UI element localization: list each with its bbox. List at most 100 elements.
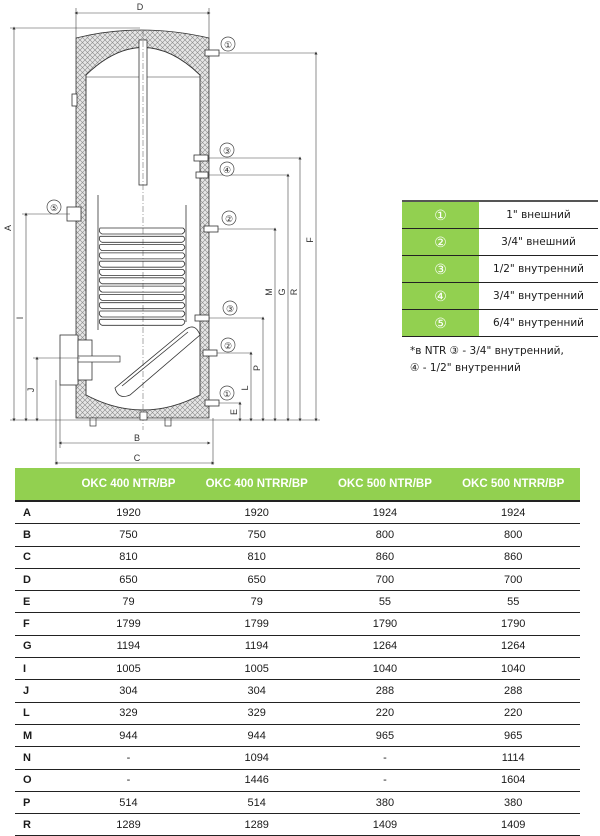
- connection-note: *в NTR ③ - 3/4" внутренний, ④ - 1/2" вну…: [410, 343, 600, 377]
- dimension-value: 944: [189, 724, 324, 748]
- dimension-value: 800: [446, 523, 580, 547]
- dimension-param: D: [15, 568, 67, 592]
- dimension-value: 1924: [323, 501, 447, 525]
- dimension-param: R: [15, 813, 67, 836]
- dim-label-m: M: [264, 288, 274, 296]
- dimension-value: 1799: [67, 612, 190, 636]
- dimensions-header-row: OKC 400 NTR/BP OKC 400 NTRR/BP OKC 500 N…: [15, 468, 580, 502]
- dimension-value: 1446: [189, 769, 324, 792]
- dimension-value: 79: [67, 590, 190, 614]
- dimension-value: 1040: [323, 657, 447, 681]
- dim-label-d: D: [137, 2, 144, 12]
- dimension-value: 304: [67, 679, 190, 703]
- dimension-param: F: [15, 612, 67, 636]
- dimension-value: 1920: [189, 501, 324, 525]
- dimension-param: G: [15, 635, 67, 659]
- dimension-value: 304: [189, 679, 324, 703]
- dimension-value: 810: [189, 546, 324, 569]
- dimension-param: O: [15, 769, 67, 792]
- dimension-value: 1264: [446, 635, 580, 659]
- header-okc500-ntr: OKC 500 NTR/BP: [323, 468, 447, 502]
- dimension-value: 329: [67, 702, 190, 725]
- dimension-value: 1040: [446, 657, 580, 681]
- dimension-value: 1094: [189, 746, 324, 770]
- dimension-param: B: [15, 523, 67, 547]
- diagonal-heater: [114, 326, 201, 397]
- coil-turn: [98, 252, 186, 260]
- coil-turn: [98, 302, 186, 310]
- dimension-value: 650: [189, 568, 324, 592]
- dimension-value: -: [323, 746, 447, 770]
- dimension-value: -: [67, 746, 190, 770]
- tank-diagram: D A I J B C F R G M P L E ① ③ ④ ② ③ ② ① …: [3, 2, 320, 465]
- connection-description: 1" внешний: [479, 201, 598, 229]
- dim-label-p: P: [252, 365, 262, 371]
- dimension-labels: D A I J B C F R G M P L E: [3, 2, 315, 463]
- dimension-value: 1790: [446, 612, 580, 636]
- dim-label-j: J: [26, 388, 36, 393]
- dimension-value: 860: [323, 546, 447, 569]
- dim-label-e: E: [229, 409, 239, 415]
- header-okc400-ntrr: OKC 400 NTRR/BP: [189, 468, 324, 502]
- dimension-value: 1799: [189, 612, 324, 636]
- marker-3-lower: ③: [226, 304, 234, 314]
- dimension-value: 380: [323, 791, 447, 815]
- dimension-value: 1289: [189, 813, 324, 836]
- dimension-value: 1409: [446, 813, 580, 836]
- dimension-row: O-1446-1604: [15, 769, 580, 792]
- dimension-value: 514: [189, 791, 324, 815]
- dimension-value: 800: [323, 523, 447, 547]
- connection-symbol: ①: [402, 201, 479, 229]
- heat-exchanger-coil: [98, 227, 186, 326]
- dim-label-f: F: [305, 237, 315, 243]
- dimension-value: 288: [323, 679, 447, 703]
- dimension-lines: [10, 8, 320, 465]
- coil-turn: [98, 294, 186, 301]
- dimension-param: C: [15, 546, 67, 569]
- dimension-value: 1604: [446, 769, 580, 792]
- connection-symbol: ⑤: [402, 309, 479, 337]
- dimension-value: -: [67, 769, 190, 792]
- dimension-value: 380: [446, 791, 580, 815]
- dimension-value: 1194: [189, 635, 324, 659]
- marker-4-upper: ④: [223, 165, 231, 175]
- dimension-value: 55: [323, 590, 447, 614]
- dimension-value: 1409: [323, 813, 447, 836]
- dimension-param: L: [15, 702, 67, 725]
- dimension-param: E: [15, 590, 67, 614]
- dim-label-b: B: [134, 433, 140, 443]
- coil-turn: [98, 269, 186, 276]
- dimension-param: P: [15, 791, 67, 815]
- dimension-value: 965: [323, 724, 447, 748]
- dimension-value: 1264: [323, 635, 447, 659]
- coil-turn: [98, 318, 186, 326]
- dimension-value: 650: [67, 568, 190, 592]
- dimension-value: 1790: [323, 612, 447, 636]
- connection-description: 3/4" внешний: [479, 228, 598, 256]
- dimension-value: 1194: [67, 635, 190, 659]
- dimension-value: 1114: [446, 746, 580, 770]
- connection-description: 3/4" внутренний: [479, 282, 598, 310]
- marker-3-upper: ③: [223, 146, 231, 156]
- dimension-value: 750: [189, 523, 324, 547]
- dimension-value: 514: [67, 791, 190, 815]
- dimension-value: 700: [446, 568, 580, 592]
- connection-symbol: ④: [402, 282, 479, 310]
- dimension-value: 944: [67, 724, 190, 748]
- dimension-value: 700: [323, 568, 447, 592]
- marker-5-left: ⑤: [50, 203, 58, 213]
- dimension-value: 750: [67, 523, 190, 547]
